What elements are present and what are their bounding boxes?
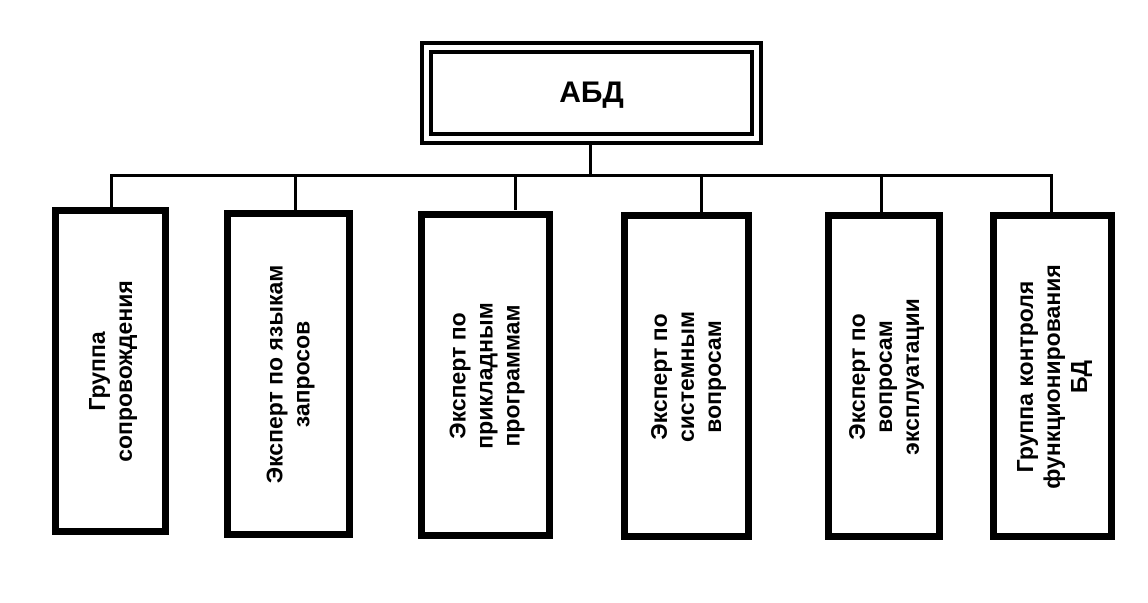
node-label: Эксперт по вопросам эксплуатации <box>844 298 925 455</box>
label-line: системным <box>673 310 700 442</box>
drop-connector-2 <box>294 174 297 210</box>
label-line: БД <box>1066 359 1092 393</box>
node-operations-expert: Эксперт по вопросам эксплуатации <box>825 212 943 540</box>
node-query-language-expert: Эксперт по языкам запросов <box>224 210 353 538</box>
drop-connector-1 <box>110 174 113 210</box>
drop-connector-4 <box>700 174 703 212</box>
node-db-monitoring-group: Группа контроля функционирования БД <box>990 212 1115 540</box>
node-system-issues-expert: Эксперт по системным вопросам <box>621 212 752 540</box>
label-line: прикладным <box>472 301 498 449</box>
horizontal-bus <box>111 174 1053 177</box>
label-line: сопровождения <box>110 280 137 462</box>
drop-connector-3 <box>514 174 517 210</box>
node-support-group: Группа сопровождения <box>52 207 169 535</box>
node-label: Эксперт по системным вопросам <box>646 310 727 441</box>
label-line: программам <box>499 304 525 446</box>
label-line: запросов <box>288 320 315 428</box>
label-line: Эксперт по <box>646 312 673 440</box>
node-label: Группа контроля функционирования БД <box>1012 264 1093 489</box>
label-line: Группа контроля <box>1012 280 1038 472</box>
label-line: эксплуатации <box>897 297 924 455</box>
label-line: Эксперт по <box>445 311 471 439</box>
root-node-label: АБД <box>559 76 624 109</box>
label-line: вопросам <box>700 319 727 433</box>
label-line: функционирования <box>1039 263 1065 489</box>
drop-connector-5 <box>880 174 883 212</box>
root-node-abd: АБД <box>420 41 763 145</box>
label-line: Группа <box>83 331 110 411</box>
node-label: Группа сопровождения <box>84 280 138 462</box>
root-node-inner-border: АБД <box>429 50 754 136</box>
label-line: Эксперт по <box>843 312 870 440</box>
node-label: Эксперт по прикладным программам <box>445 302 526 448</box>
label-line: Эксперт по языкам <box>261 264 288 484</box>
label-line: вопросам <box>870 319 897 433</box>
root-connector <box>589 145 592 177</box>
node-label: Эксперт по языкам запросов <box>262 265 316 484</box>
node-application-programs-expert: Эксперт по прикладным программам <box>418 211 553 539</box>
drop-connector-6 <box>1050 174 1053 212</box>
